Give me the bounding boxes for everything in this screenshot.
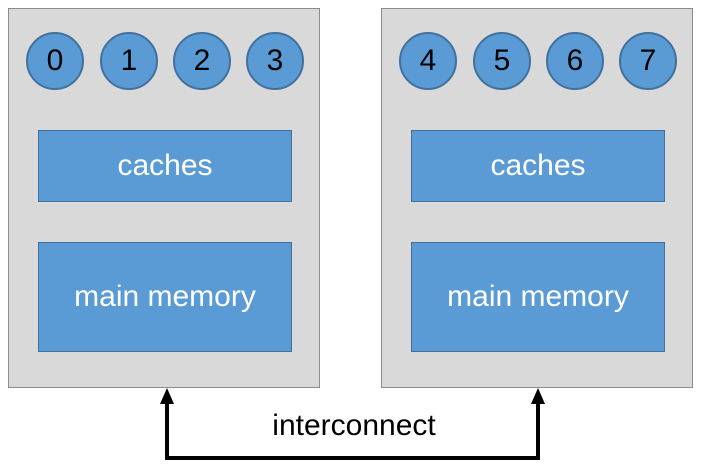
caches-block-left: caches [38, 130, 292, 202]
core-2: 2 [173, 32, 231, 90]
core-group-right: 4 5 6 7 [399, 32, 679, 94]
caches-block-right: caches [411, 130, 665, 202]
core-group-left: 0 1 2 3 [26, 32, 306, 94]
core-3: 3 [246, 32, 304, 90]
node-left: 0 1 2 3 caches main memory [8, 8, 320, 388]
arrowhead-right [531, 388, 545, 404]
core-6: 6 [546, 32, 604, 90]
interconnect-label: interconnect [272, 409, 436, 442]
node-right: 4 5 6 7 caches main memory [381, 8, 693, 388]
core-1: 1 [100, 32, 158, 90]
core-0: 0 [26, 32, 84, 90]
core-4: 4 [399, 32, 457, 90]
main-memory-block-left: main memory [38, 242, 292, 352]
core-7: 7 [619, 32, 677, 90]
core-5: 5 [473, 32, 531, 90]
main-memory-block-right: main memory [411, 242, 665, 352]
arrowhead-left [160, 388, 174, 404]
